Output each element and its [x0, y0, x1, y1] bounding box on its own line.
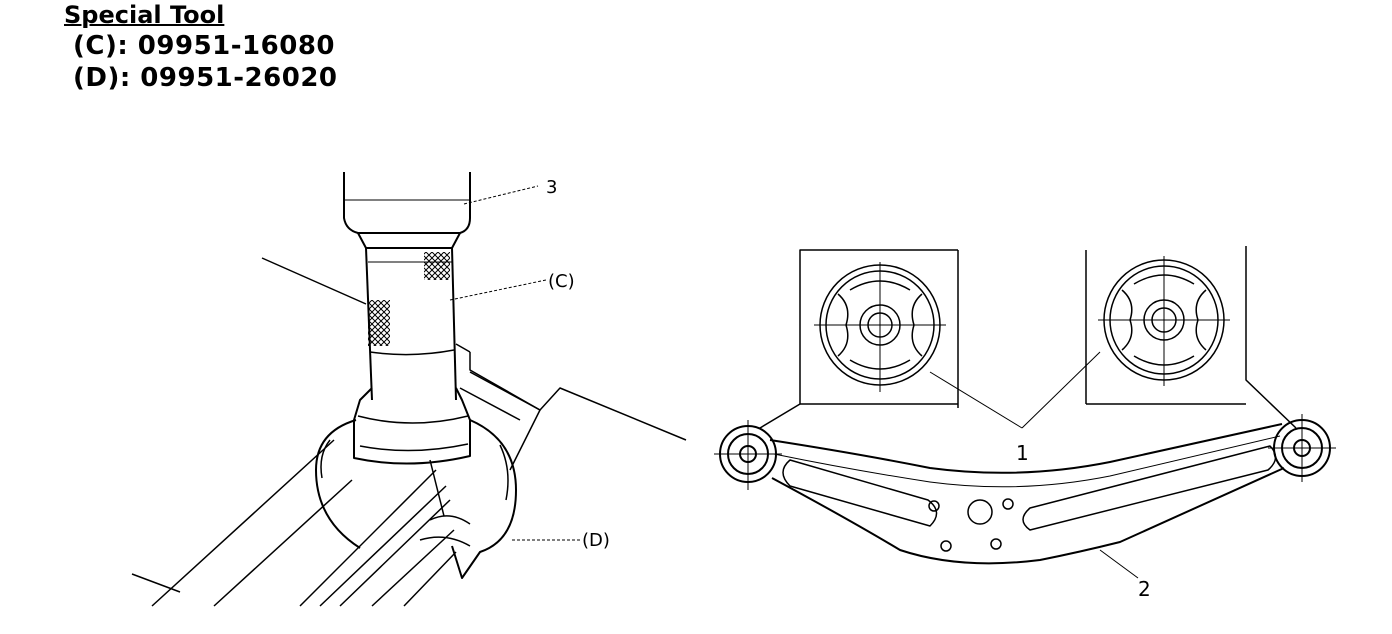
- callout-3: 3: [546, 177, 557, 198]
- suspension-arm-illustration: [714, 246, 1336, 579]
- bushing-left-end: [714, 420, 782, 490]
- tool-c-part-number: (C): 09951-16080: [73, 31, 335, 61]
- tool-d-base: [315, 419, 517, 579]
- callout-2: 2: [1138, 577, 1151, 601]
- tool-collar: [353, 387, 471, 465]
- bushing-right-end: [1268, 414, 1336, 482]
- arm-structure: [131, 257, 687, 607]
- bushing-detail-box-right: [1085, 246, 1297, 429]
- press-ram: [343, 172, 471, 249]
- leader-lines: [449, 185, 580, 541]
- tool-d-part-number: (D): 09951-26020: [73, 63, 338, 93]
- bushing-detail-box-left: [759, 249, 959, 429]
- special-tool-title: Special Tool: [64, 1, 225, 29]
- tool-c-shaft: [365, 247, 457, 401]
- leader-lines-right: [929, 351, 1139, 579]
- special-tool-header: Special Tool (C): 09951-16080 (D): 09951…: [64, 0, 338, 94]
- callout-tool-c: (C): [548, 271, 575, 292]
- callout-1: 1: [1016, 441, 1029, 465]
- callout-tool-d: (D): [582, 530, 610, 551]
- press-illustration: [131, 172, 687, 607]
